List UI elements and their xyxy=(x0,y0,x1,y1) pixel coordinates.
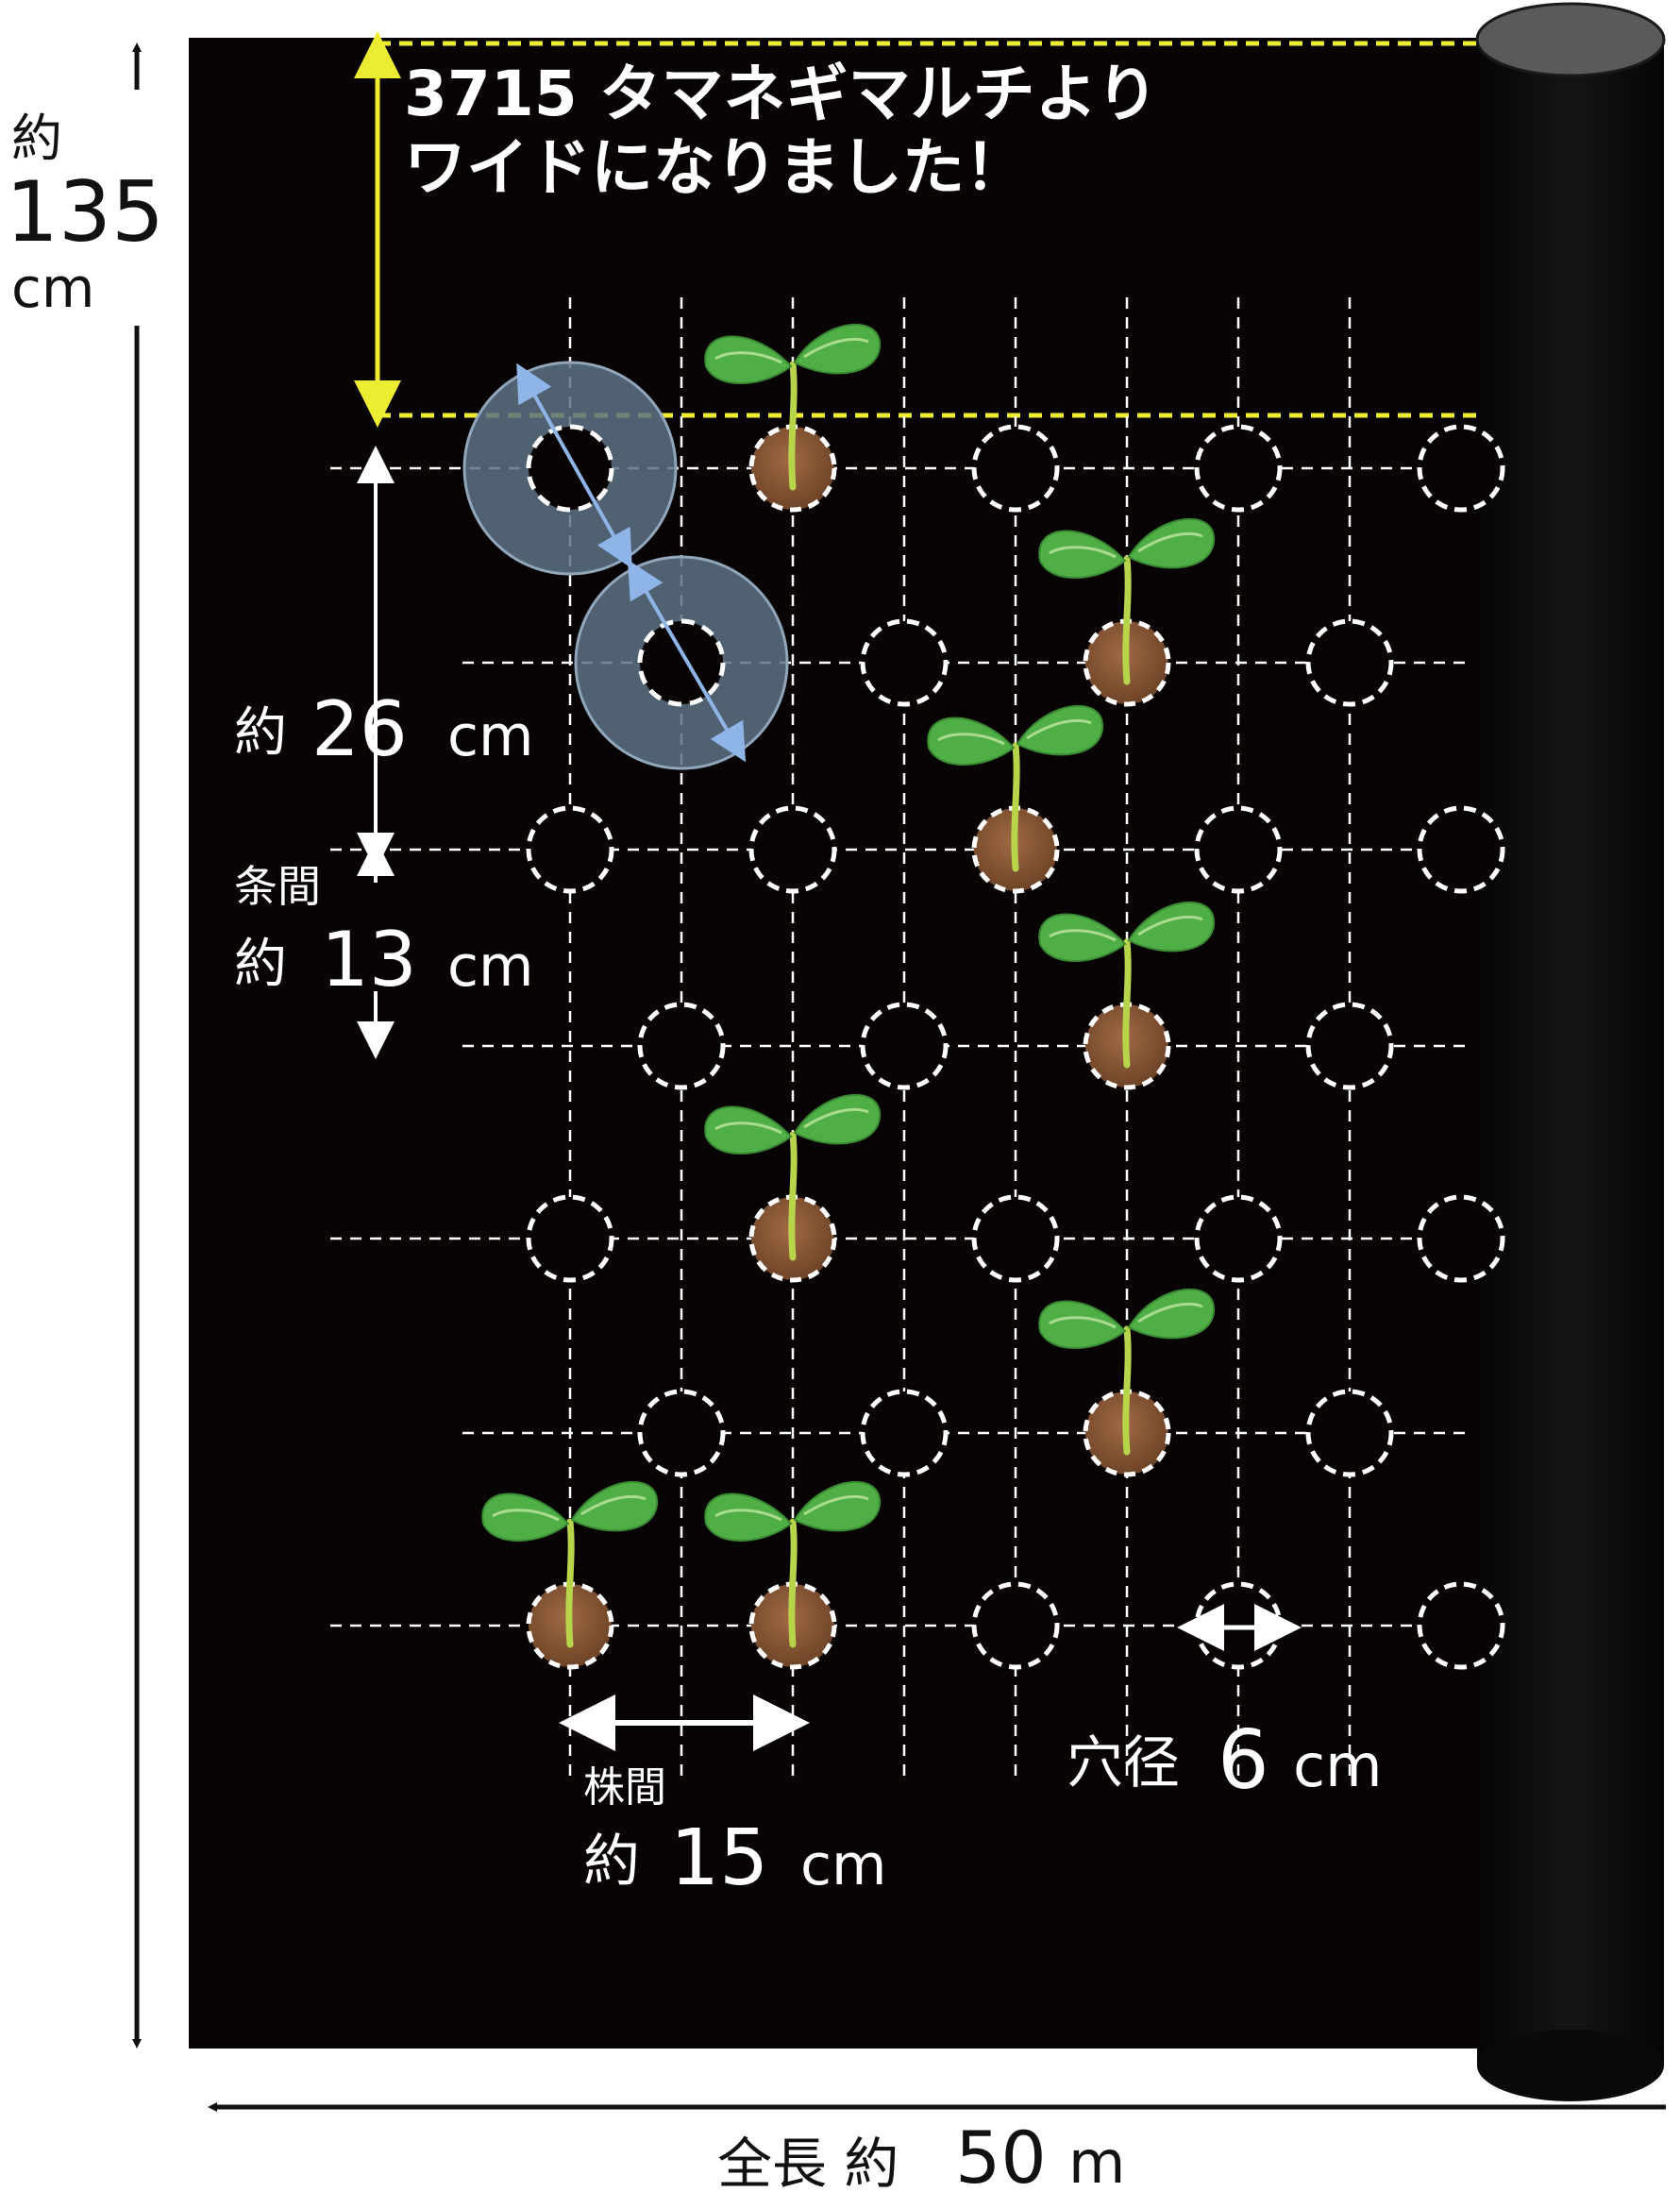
roll-icon xyxy=(1475,2,1666,2101)
planting-hole xyxy=(1305,618,1394,707)
hole-title: 穴径 xyxy=(1067,1730,1180,1796)
planting-hole xyxy=(1194,424,1283,513)
seedling-icon xyxy=(704,323,882,491)
planting-hole xyxy=(1417,1194,1505,1283)
planting-hole xyxy=(1305,1002,1394,1090)
planting-hole xyxy=(1417,1581,1505,1670)
planting-hole xyxy=(637,1389,726,1477)
plant-spacing-unit: cm xyxy=(800,1832,886,1898)
row-spacing-title: 条間 xyxy=(234,861,321,912)
diagonal-arrow xyxy=(516,363,632,569)
seedling-icon xyxy=(1038,901,1216,1069)
seedlings xyxy=(481,323,1216,1648)
hole-value: 6 xyxy=(1218,1713,1269,1808)
width-unit: cm xyxy=(11,256,94,320)
row-spacing-prefix: 約 xyxy=(234,934,287,995)
planting-hole xyxy=(1417,424,1505,513)
length-unit: m xyxy=(1068,2128,1125,2192)
planting-hole xyxy=(971,424,1060,513)
plant-spacing-prefix: 約 xyxy=(583,1829,640,1895)
hole-unit: cm xyxy=(1293,1731,1382,1800)
planting-hole xyxy=(1305,1389,1394,1477)
length-prefix: 全長 約 xyxy=(717,2132,899,2192)
seedling-icon xyxy=(704,1093,882,1261)
plant-spacing-value: 15 xyxy=(670,1813,768,1903)
width-prefix: 約 xyxy=(11,109,62,168)
planting-hole xyxy=(860,1389,949,1477)
planting-hole xyxy=(971,1581,1060,1670)
headline-line2: ワイドになりました！ xyxy=(404,131,1027,204)
stagger-highlight xyxy=(462,361,789,770)
planting-hole xyxy=(1417,805,1505,894)
planting-hole xyxy=(971,1194,1060,1283)
planting-hole xyxy=(860,1002,949,1090)
planting-hole xyxy=(748,805,837,894)
row-spacing-value: 13 xyxy=(321,916,417,1003)
row-gap-prefix: 約 xyxy=(234,702,287,764)
row-spacing-unit: cm xyxy=(447,934,533,1000)
planting-hole xyxy=(1194,805,1283,894)
planting-hole xyxy=(637,1002,726,1090)
planting-holes xyxy=(526,424,1505,1670)
length-value: 50 xyxy=(955,2116,1047,2192)
row-gap-unit: cm xyxy=(447,703,533,769)
seedling-icon xyxy=(481,1480,659,1648)
diagonal-arrow xyxy=(627,559,747,763)
length-label: 全長 約 50 m xyxy=(717,2116,1125,2192)
plant-spacing-title: 株間 xyxy=(583,1763,666,1812)
planting-hole xyxy=(526,1194,614,1283)
planting-hole xyxy=(860,618,949,707)
seedling-icon xyxy=(927,704,1104,872)
seedling-icon xyxy=(1038,517,1216,685)
planting-hole xyxy=(1194,1194,1283,1283)
planting-hole xyxy=(526,805,614,894)
headline-line1: 3715 タマネギマルチより xyxy=(404,58,1158,130)
row-gap-value: 26 xyxy=(311,685,408,773)
seedling-icon xyxy=(1038,1288,1216,1456)
width-value: 135 xyxy=(6,163,164,261)
seedling-icon xyxy=(704,1480,882,1648)
